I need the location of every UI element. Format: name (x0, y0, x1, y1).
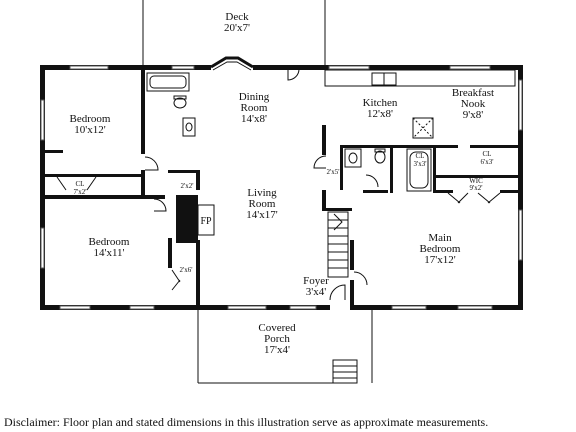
fireplace-label: FP (200, 216, 212, 227)
porch-name-1: Covered (258, 322, 296, 334)
windows (40, 65, 523, 310)
bedroom1-size: 10'x12' (74, 124, 105, 136)
closet-hall-size: 2'x2' (180, 182, 193, 190)
dining-size: 14'x8' (241, 113, 267, 125)
closet-bed1-size: 7'x2' (73, 188, 86, 196)
doors (56, 68, 501, 301)
porch-outline (197, 305, 373, 384)
breakfast-name-1: Breakfast (452, 87, 494, 99)
closet-nook-size: 6'x3' (480, 158, 493, 166)
interior-walls (43, 69, 521, 310)
fixtures (146, 69, 516, 192)
living-size: 14'x17' (246, 209, 277, 221)
breakfast-size: 9'x8' (463, 109, 483, 121)
bedroom1-name: Bedroom (70, 113, 111, 125)
closet-bed2-size: 2'x6' (179, 266, 192, 274)
deck-outline (142, 0, 326, 66)
breakfast-name-2: Nook (461, 98, 486, 110)
porch-size: 17'x4' (264, 344, 290, 356)
closet-hall2-size: 2'x5' (326, 168, 339, 176)
kitchen-name: Kitchen (363, 97, 398, 109)
dining-name-1: Dining (239, 91, 270, 103)
wic-size: 9'x2' (469, 184, 482, 192)
foyer-size: 3'x4' (306, 286, 326, 298)
exterior-walls (40, 65, 523, 310)
living-name-1: Living (247, 187, 277, 199)
living-name-2: Room (249, 198, 276, 210)
main-bedroom-size: 17'x12' (424, 254, 455, 266)
kitchen-size: 12'x8' (367, 108, 393, 120)
wic-name: WIC (469, 177, 483, 185)
closet-bed1-name: CL (76, 180, 85, 188)
main-bedroom-name-2: Bedroom (420, 243, 461, 255)
main-bedroom-name-1: Main (428, 232, 452, 244)
fireplace (197, 204, 215, 236)
bay-window (210, 56, 254, 71)
deck-name: Deck (225, 11, 249, 23)
closet-nook-name: CL (483, 150, 492, 158)
porch-name-2: Porch (264, 333, 290, 345)
closet-bath-name: CL (416, 152, 425, 160)
deck-size: 20'x7' (224, 22, 250, 34)
staircase (327, 211, 349, 278)
closet-bath-size: 3'x3' (413, 160, 426, 168)
bedroom2-name: Bedroom (89, 236, 130, 248)
bedroom2-size: 14'x11' (93, 247, 124, 259)
dining-name-2: Room (241, 102, 268, 114)
disclaimer-text: Disclaimer: Floor plan and stated dimens… (4, 415, 488, 429)
foyer-name: Foyer (303, 275, 329, 287)
room-labels: Deck 20'x7' Dining Room 14'x8' Kitchen 1… (70, 11, 495, 356)
